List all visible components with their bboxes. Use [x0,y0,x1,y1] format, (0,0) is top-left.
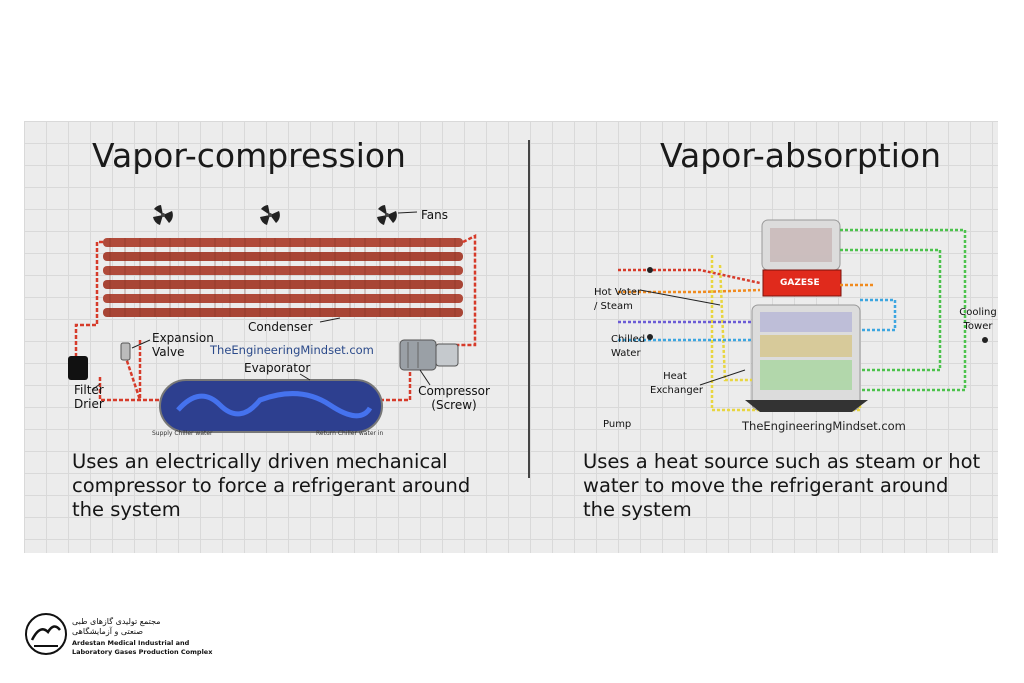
generator-block [762,269,842,297]
pipe [618,288,761,294]
pipe [380,370,412,402]
vapor-absorption-diagram [618,219,988,412]
watermark-right: TheEngineeringMindset.com [742,419,906,433]
watermark-left: TheEngineeringMindset.com [210,343,374,357]
fan-icon [153,205,173,225]
vapor-compression-title: Vapor-compression [92,136,406,175]
expansion-valve-icon [120,342,131,361]
pipe [840,228,967,392]
chilled-water-label: Chilled Water [611,334,646,359]
evaporator-label: Evaporator [244,361,311,375]
condenser-label: Condenser [248,320,313,334]
pipe [718,264,752,382]
condenser-coil [103,238,463,317]
pipe [74,240,103,358]
return-label: Return Chiller water in [316,430,384,437]
generator-badge: GAZESE [780,278,820,288]
expansion-valve-label: Expansion Valve [152,331,214,359]
vapor-absorption-description: Uses a heat source such as steam or hot … [583,450,981,521]
pipe [432,233,477,347]
pump-label: Pump [603,419,632,430]
basin [745,400,868,412]
logo-en-line1: Ardestan Medical Industrial and [72,639,190,647]
pipe [98,377,160,402]
vapor-absorption-title: Vapor-absorption [660,136,942,175]
hot-water-label: Hot Voter / Steam [594,287,642,312]
supply-label: Supply Chiller water [152,430,213,437]
logo-fa-line2: صنعتی و آزمایشگاهی [72,627,144,636]
compressor-icon [399,339,459,371]
compressor-label: Compressor (Screw) [418,384,490,412]
filter-drier-icon [68,356,88,380]
vapor-compression-description: Uses an electrically driven mechanical c… [72,450,471,521]
pipe [618,268,761,285]
pipe [123,354,142,401]
fans-label: Fans [421,208,449,222]
pipe [840,248,942,372]
logo-en-line2: Laboratory Gases Production Complex [72,648,213,656]
fan-icon [377,205,397,225]
heat-exchanger-label: Heat Exchanger [650,371,703,396]
filter-drier-label: Filter Drier [74,383,104,411]
pipe [860,298,897,332]
fan-icon [260,205,280,225]
center-divider [528,140,530,478]
evaporator-vessel [159,379,383,433]
cooling-tower-label: Cooling Tower [959,307,997,332]
logo-fa-line1: مجتمع تولیدی گازهای طبی [72,617,161,626]
